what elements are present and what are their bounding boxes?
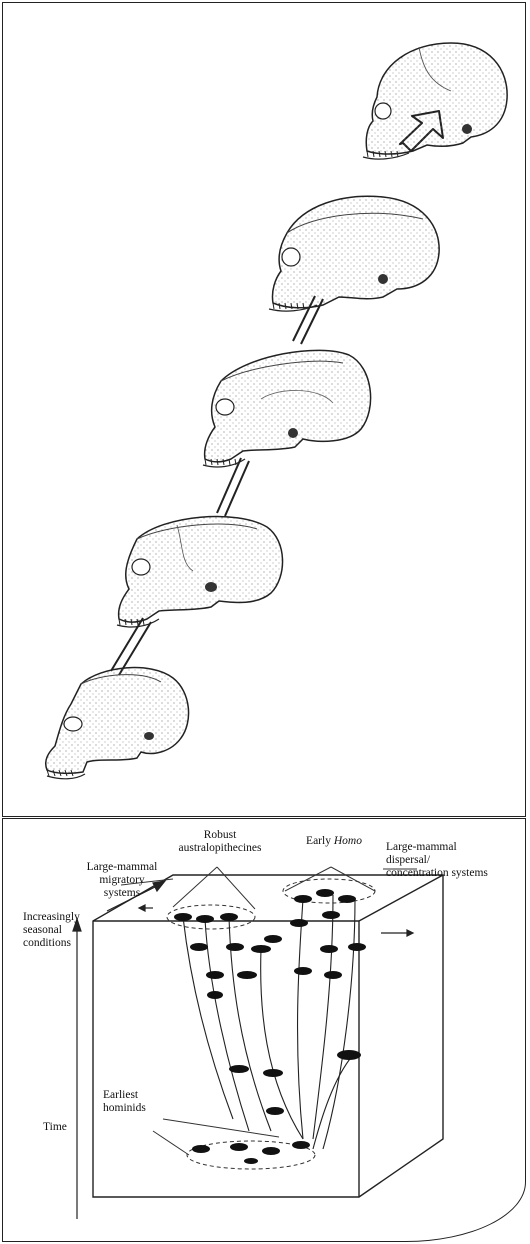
dispersal-arrow-icon: [407, 930, 413, 936]
skull-sequence-drawing: [3, 3, 527, 818]
phylogeny-block-panel: Robust australopithecines Early Homo Lar…: [2, 818, 526, 1242]
label-early-homo-prefix: Early: [306, 835, 331, 847]
skull-2: [117, 517, 283, 627]
skull-1: [46, 668, 189, 779]
label-increasingly-seasonal: Increasingly seasonal conditions: [23, 911, 91, 950]
label-earliest-hominids: Earliest hominids: [103, 1089, 163, 1115]
skull-5: [363, 43, 507, 159]
branch-tips: [174, 889, 366, 1164]
label-robust-australopithecines: Robust australopithecines: [175, 829, 265, 855]
migratory-arrow-icon: [139, 905, 145, 911]
label-large-mammal-migratory: Large-mammal migratory systems: [85, 861, 159, 900]
axis-arrows: [73, 881, 413, 1219]
cluster-ellipses: [167, 879, 375, 1169]
label-early-homo: Early Homo: [299, 835, 369, 848]
label-early-homo-genus: Homo: [334, 835, 362, 847]
phylogeny-block-diagram: [3, 819, 527, 1243]
skull-sequence-panel: [2, 2, 526, 817]
label-large-mammal-dispersal: Large-mammal dispersal/ concentration sy…: [386, 841, 490, 880]
skull-3: [203, 350, 371, 467]
label-time: Time: [43, 1121, 79, 1134]
skull-4: [269, 196, 439, 311]
